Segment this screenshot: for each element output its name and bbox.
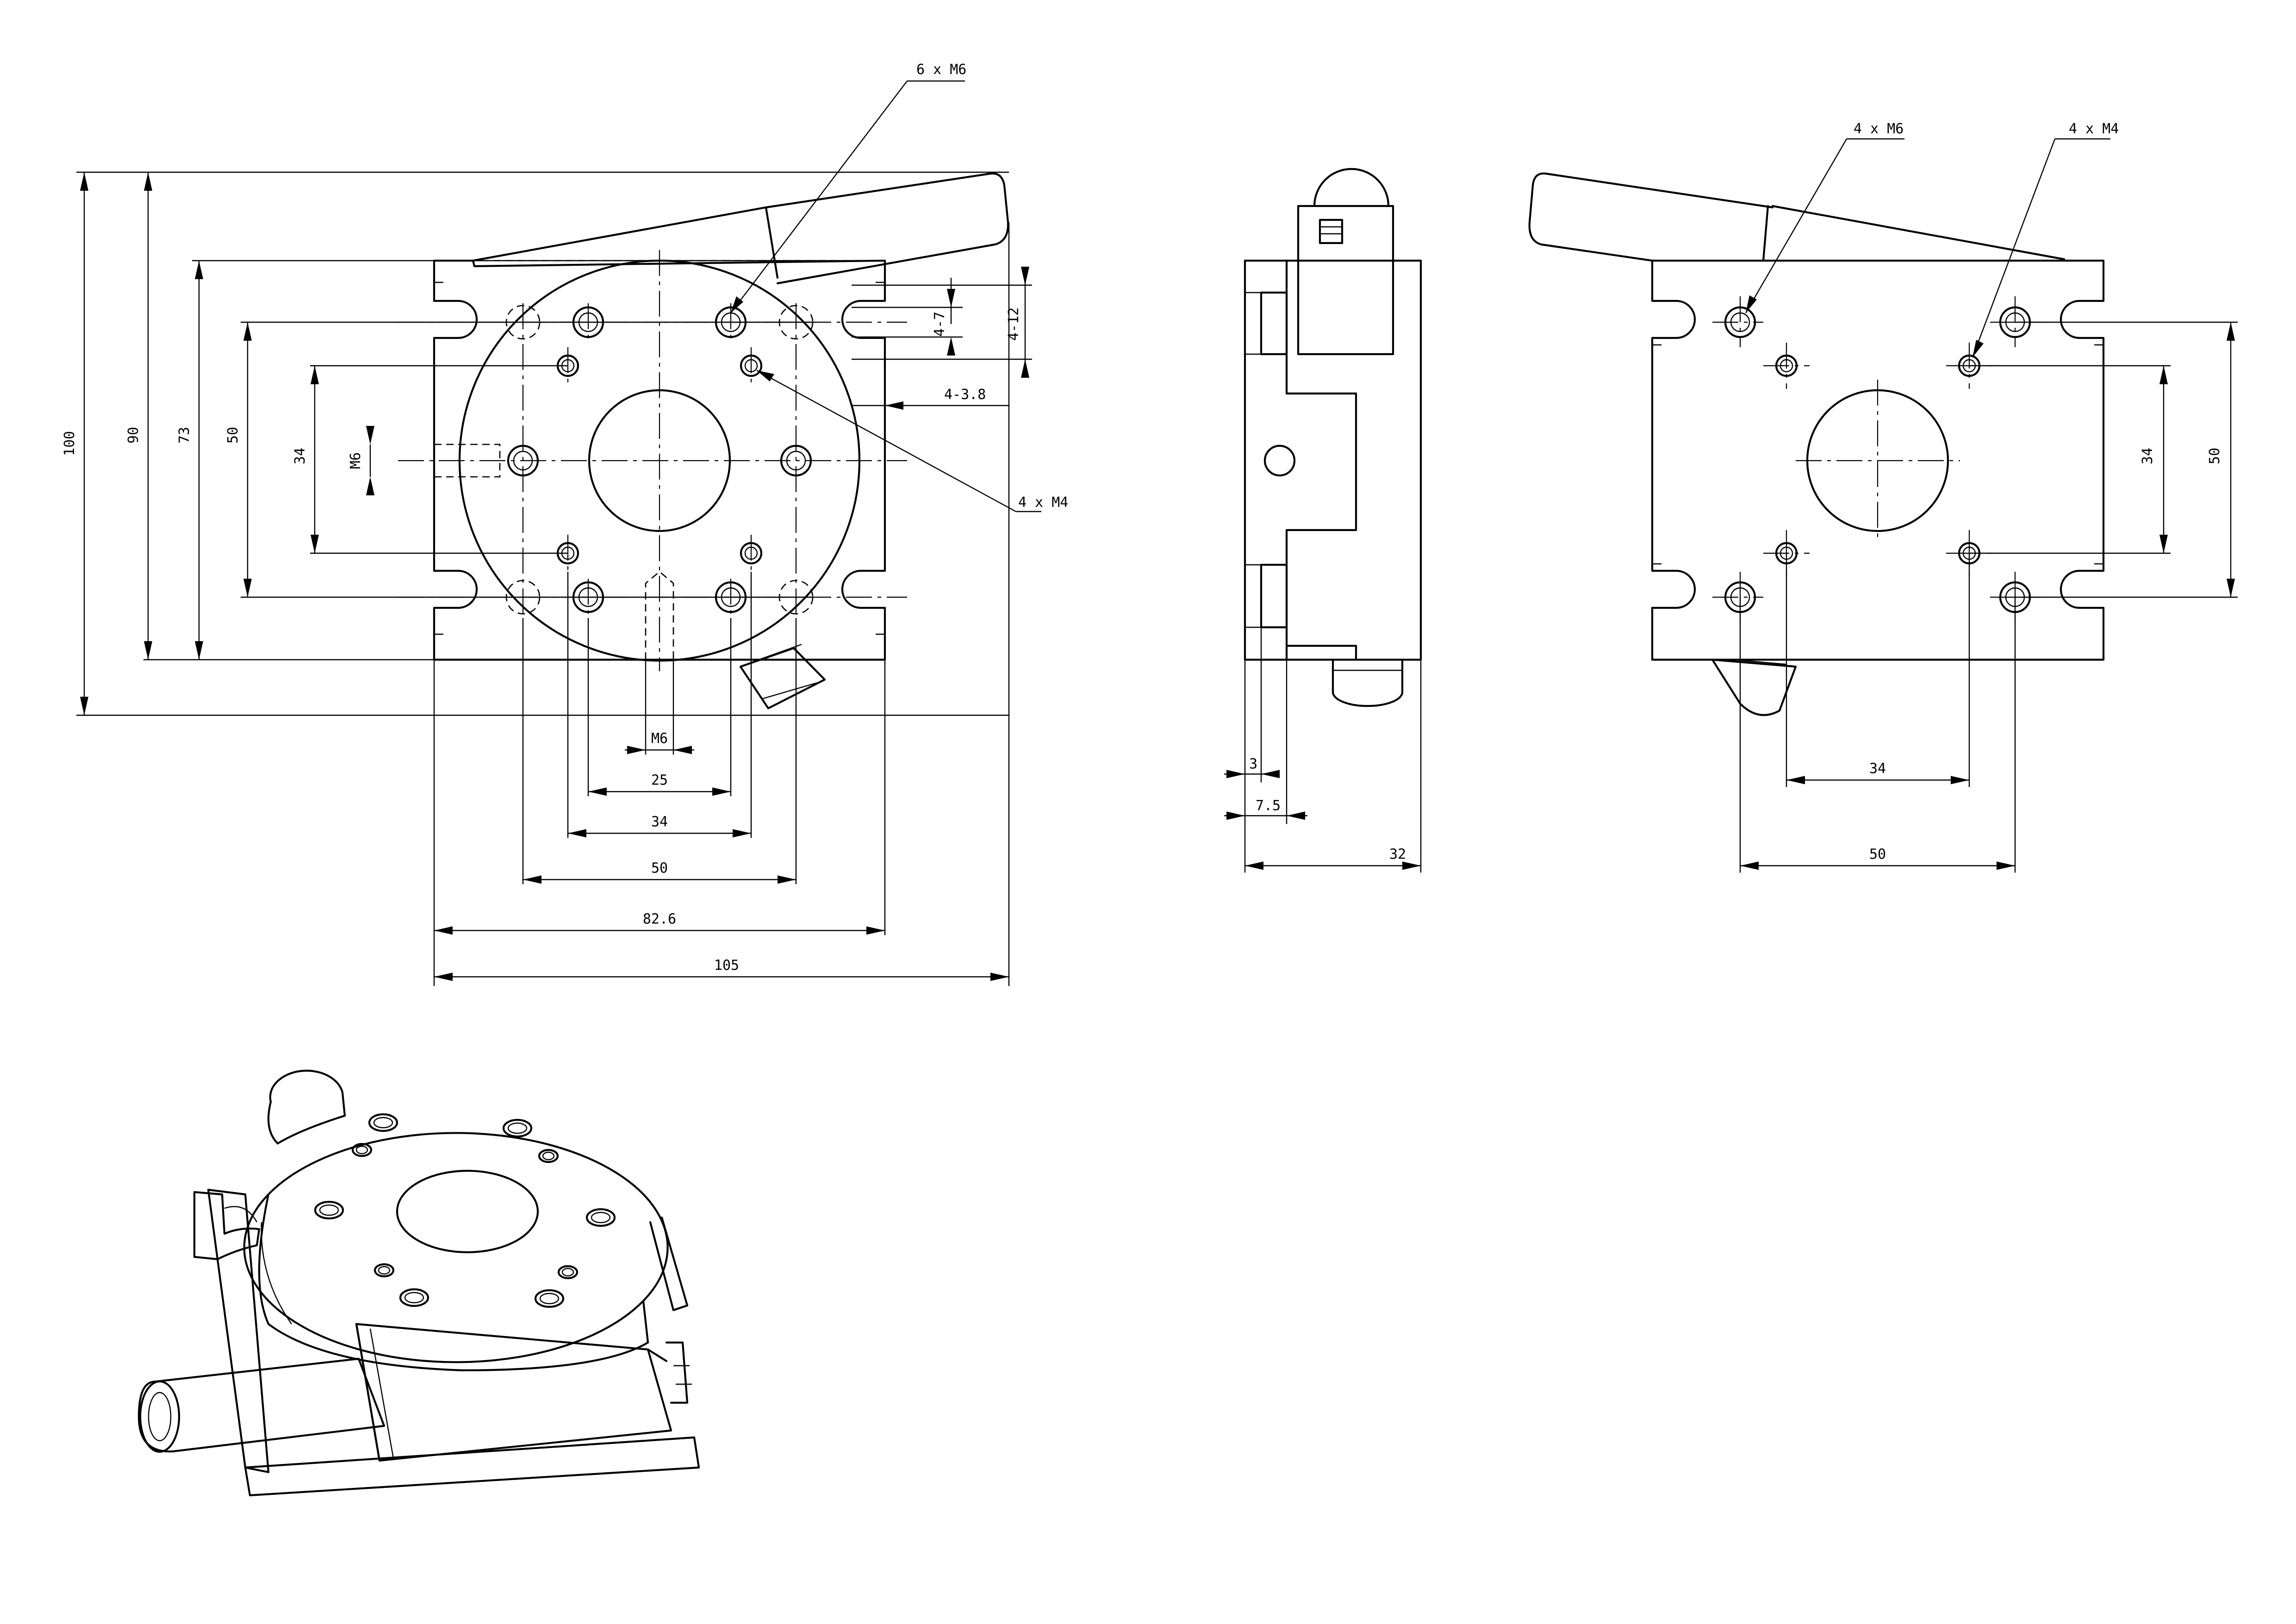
back-dim-50-vertical: 50 — [2207, 448, 2223, 464]
isometric-view — [137, 1069, 700, 1497]
dim-7-5: 7.5 — [1256, 798, 1281, 814]
side-view-handle — [1297, 168, 1394, 356]
dim-90: 90 — [125, 427, 142, 443]
dim-m6-vertical: M6 — [348, 452, 364, 469]
back-dim-34-vertical: 34 — [2140, 448, 2156, 464]
dim-100: 100 — [62, 431, 78, 456]
side-view-body — [1244, 259, 1422, 661]
dim-73: 73 — [176, 427, 193, 443]
callout-4xm4: 4 x M4 — [1018, 494, 1068, 511]
front-view-dimension-lines — [76, 80, 1041, 986]
back-dim-34-horizontal: 34 — [1869, 761, 1886, 777]
back-callout-4xm4: 4 x M4 — [2069, 121, 2119, 137]
dim-4-3-8: 4-3.8 — [944, 387, 986, 403]
back-view-handle — [1528, 172, 2066, 262]
back-view-center-lines — [1712, 296, 2041, 623]
dim-25: 25 — [651, 772, 668, 788]
dim-3: 3 — [1249, 756, 1257, 772]
dim-34-vertical: 34 — [292, 448, 308, 464]
dim-4-7: 4-7 — [932, 312, 948, 337]
iso-base-plate — [207, 1188, 700, 1497]
front-view-locking-knob — [739, 643, 826, 710]
iso-handle — [137, 1323, 672, 1462]
side-view-dimension-lines: 3 7.5 32 — [1224, 627, 1422, 873]
dim-34-horizontal: 34 — [651, 814, 668, 830]
front-view-handle — [472, 172, 1009, 285]
iso-side-clamp — [193, 1191, 261, 1261]
front-view-labels: 6 x M6 4 x M4 4-3.8 4-7 4-12 100 90 73 5… — [62, 62, 1068, 974]
side-view: 3 7.5 32 — [1224, 168, 1422, 873]
side-view-locking-knob — [1332, 658, 1404, 707]
dim-32: 32 — [1389, 846, 1406, 862]
back-dim-50-horizontal: 50 — [1869, 846, 1886, 862]
iso-rotary-table — [243, 1069, 669, 1372]
front-view-center-lines — [398, 250, 907, 671]
front-view-base-plate — [433, 259, 886, 661]
dim-50-horizontal: 50 — [651, 860, 668, 876]
dim-105: 105 — [714, 957, 739, 974]
dim-4-12: 4-12 — [1006, 307, 1022, 341]
back-view-dimension-lines: 4 x M6 4 x M4 34 50 34 50 — [1739, 121, 2238, 873]
dim-50-vertical: 50 — [225, 427, 241, 443]
back-callout-4xm6: 4 x M6 — [1854, 121, 1904, 137]
front-view-slots — [434, 305, 814, 660]
dim-82-6: 82.6 — [643, 911, 676, 927]
front-view: 6 x M6 4 x M4 4-3.8 4-7 4-12 100 90 73 5… — [62, 62, 1068, 986]
back-view: 4 x M6 4 x M4 34 50 34 50 — [1528, 121, 2238, 873]
dim-m6-horizontal: M6 — [651, 731, 668, 747]
back-view-locking-knob — [1711, 658, 1797, 716]
back-view-holes — [1724, 306, 2031, 613]
callout-6xm6: 6 x M6 — [916, 62, 966, 78]
